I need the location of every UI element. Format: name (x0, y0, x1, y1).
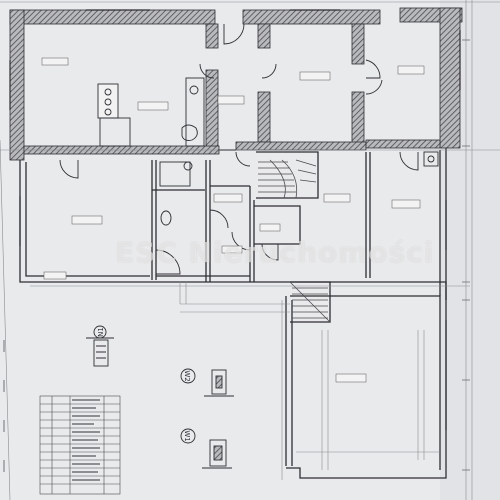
detail-w1 (180, 428, 232, 469)
door-swing-stair (261, 243, 279, 261)
area-table-scribbles (72, 399, 100, 481)
detail-w2-core (215, 375, 223, 389)
kitchen-counter-right (185, 77, 205, 147)
door-swing-upper-stair (235, 151, 251, 167)
door-swing-bath (155, 249, 181, 275)
tag-upper-stair (323, 193, 351, 203)
kitchen-sink (189, 85, 199, 95)
stair-diag-1 (295, 159, 317, 167)
wall-mid-kitchen-left (205, 23, 219, 49)
heater-right-dot (427, 155, 435, 163)
room-label-tags (41, 57, 425, 383)
door-swing-left-room (59, 159, 79, 179)
wall-right-upper (439, 7, 461, 149)
stair-diag-3 (299, 179, 317, 183)
upper-staircase (258, 159, 317, 199)
burner-3 (104, 108, 112, 116)
partition-stair-box (254, 205, 301, 245)
wall-mid-kitchen-right (257, 23, 271, 49)
door-swing-kitchen-mid (199, 63, 215, 79)
wall-left-upper (9, 9, 25, 161)
tag-lower-left (43, 271, 67, 280)
wall-top-left (9, 9, 216, 25)
tag-kitchen (41, 57, 69, 66)
door-swing-right-top-2 (365, 79, 383, 95)
door-swing-right-top (365, 59, 381, 79)
detail-n1-sign (93, 325, 107, 339)
detail-w1-core (213, 445, 223, 461)
wall-top-mid (242, 9, 381, 25)
door-swing-room2 (261, 63, 277, 79)
toilet (183, 161, 193, 171)
detail-n1-label: N1 (97, 327, 105, 337)
garage-room-inner (290, 295, 441, 470)
area-table (39, 395, 121, 495)
left-outer-lower-inner (25, 162, 150, 277)
lower-staircase (289, 281, 331, 323)
wc-bowl (181, 124, 198, 141)
detail-n1 (86, 325, 114, 367)
lower-stair-diag (289, 281, 331, 323)
wall-mid-vertical-1 (205, 69, 219, 151)
door-swing-hall (209, 209, 229, 229)
wall-mid-vertical-2 (257, 91, 271, 143)
detail-n1-box (93, 339, 109, 367)
detail-w1-label: W1 (183, 430, 191, 441)
tag-corridor (221, 245, 243, 254)
kitchen-fixtures (97, 77, 205, 147)
tag-room-2 (299, 71, 331, 81)
wall-bottom-upper-far (365, 139, 441, 149)
detail-w2 (180, 368, 234, 397)
tag-right-room (391, 199, 421, 209)
heater-right (423, 151, 439, 167)
wall-mid-vertical-4 (351, 91, 365, 148)
detail-w1-box (209, 439, 227, 467)
tag-room-mid (217, 95, 245, 105)
wall-bottom-upper-right (235, 141, 367, 151)
detail-w2-label: W2 (183, 370, 191, 381)
area-table-frame (39, 395, 121, 495)
right-dimension-ticks (462, 39, 470, 471)
bathtub (159, 161, 191, 187)
door-swing-right-room (399, 151, 419, 171)
tag-kitchen-2 (137, 101, 169, 111)
tag-garage (335, 373, 367, 383)
detail-n1-hatch (96, 345, 106, 359)
tag-stair (259, 223, 281, 232)
window-marks (9, 9, 461, 430)
garage-room-outline (278, 281, 447, 479)
kitchen-counter (99, 117, 131, 147)
grid-diag (0, 139, 11, 500)
detail-w1-sign (180, 428, 196, 444)
door-swings (59, 23, 419, 275)
stair-curve-2 (269, 159, 286, 199)
stair-diag-2 (297, 169, 317, 175)
lower-stair-outline (290, 281, 331, 323)
wall-mid-vertical-3 (351, 23, 365, 65)
tag-room-3 (397, 65, 425, 75)
bathroom-fixtures (159, 151, 439, 226)
door-swing-hall-2 (231, 231, 251, 251)
main-structure-lines (19, 148, 447, 479)
stair-curve (281, 159, 298, 199)
detail-w2-sign (180, 368, 196, 384)
partition-stair-upper (256, 151, 319, 199)
basin (160, 210, 172, 226)
tag-hall (213, 193, 243, 203)
detail-w2-box (211, 369, 227, 395)
tag-room-left (71, 215, 103, 225)
door-swing-top (223, 23, 245, 45)
burner-1 (104, 88, 112, 96)
burner-2 (104, 98, 112, 106)
